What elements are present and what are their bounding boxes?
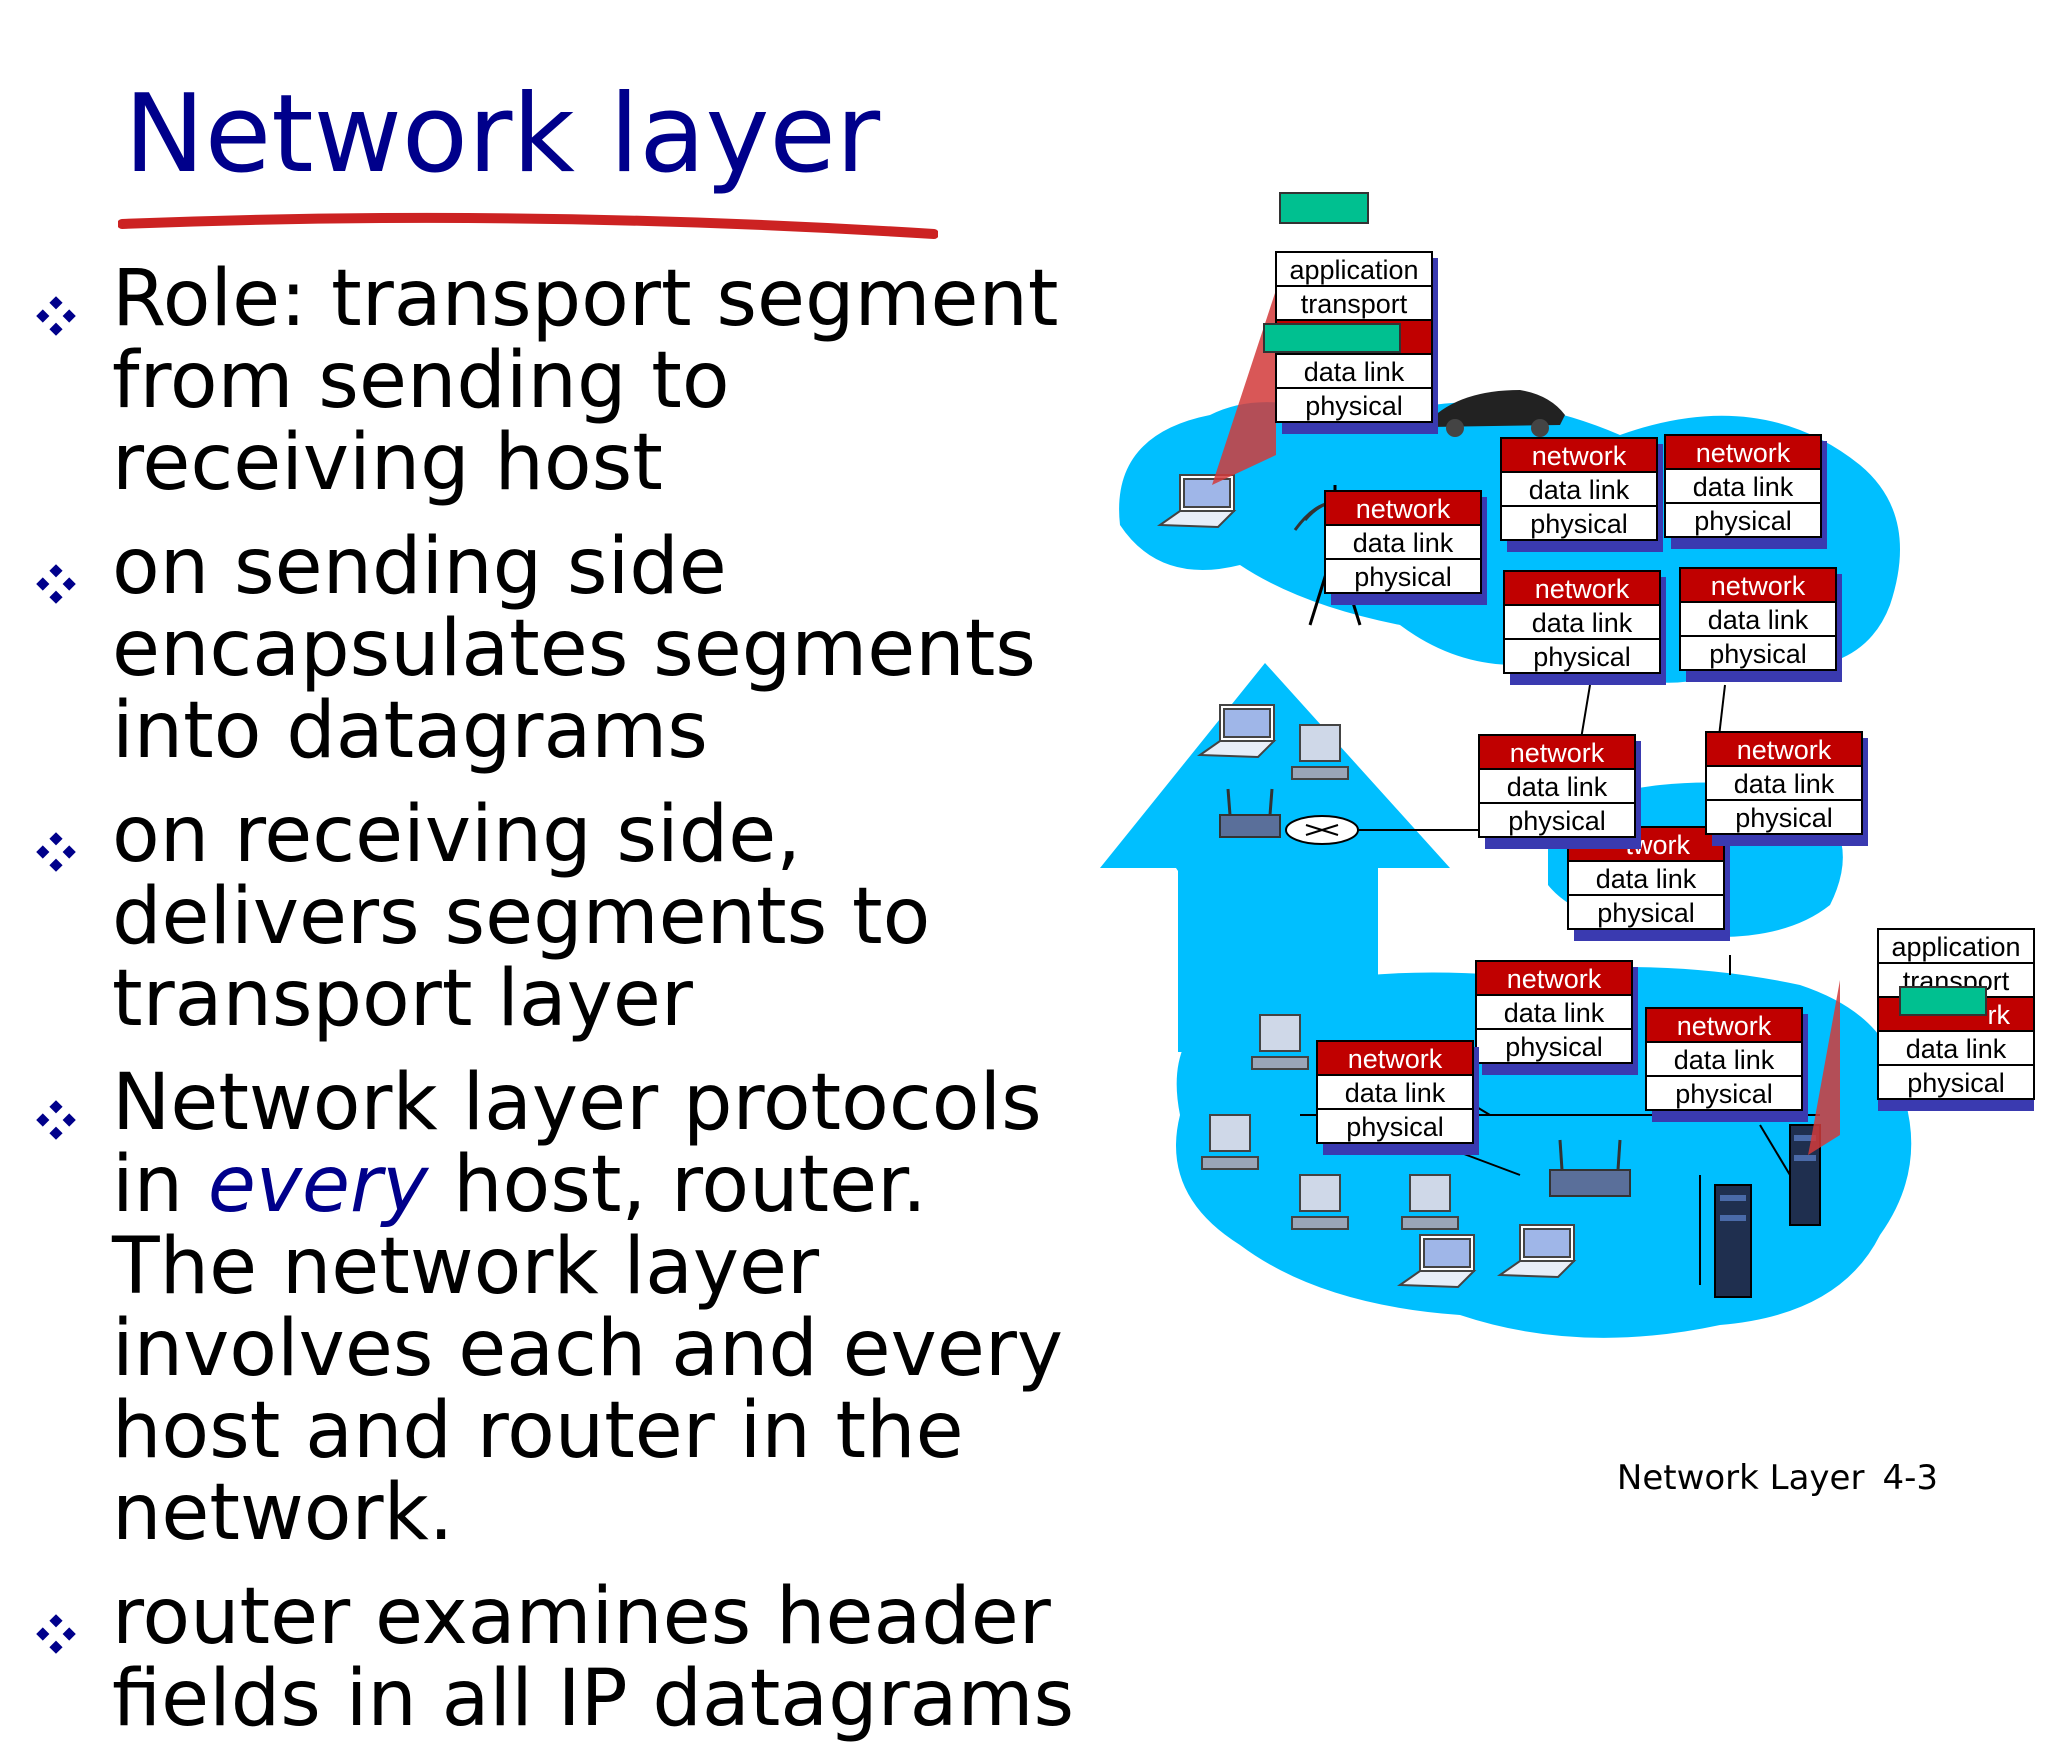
svg-text:network: network: [1711, 571, 1806, 601]
svg-text:physical: physical: [1735, 803, 1833, 833]
svg-text:physical: physical: [1508, 806, 1606, 836]
router-stack: network data link physical: [1503, 570, 1666, 685]
svg-text:network: network: [1677, 1011, 1772, 1041]
svg-text:network: network: [1510, 738, 1605, 768]
svg-text:physical: physical: [1346, 1112, 1444, 1142]
diamond-bullet-icon: [36, 296, 76, 336]
diamond-bullet-icon: [36, 1614, 76, 1654]
network-diagram: application transport data link physical…: [1100, 192, 2035, 1338]
svg-text:application: application: [1891, 932, 2020, 962]
slide-footer: Network Layer 4-3: [1599, 1458, 1938, 1498]
svg-text:network: network: [1696, 438, 1791, 468]
svg-text:data link: data link: [1504, 998, 1605, 1028]
svg-text:data link: data link: [1353, 528, 1454, 558]
svg-text:data link: data link: [1674, 1045, 1775, 1075]
laptop-icon: [1496, 1224, 1577, 1279]
page-number: 4-3: [1882, 1458, 1938, 1498]
svg-text:network: network: [1507, 964, 1602, 994]
svg-text:physical: physical: [1305, 391, 1403, 421]
receiving-host-stack: application transport rk data link physi…: [1877, 928, 2035, 1111]
desktop-icon: [1401, 1174, 1459, 1230]
sending-callout: [1212, 290, 1276, 485]
router-stack: network data link physical: [1645, 1007, 1808, 1122]
svg-text:physical: physical: [1907, 1068, 2005, 1098]
laptop-icon: [1156, 474, 1237, 529]
bullet-item: on sending side encapsulates segments in…: [30, 526, 1090, 772]
svg-text:data link: data link: [1345, 1078, 1446, 1108]
bullet-list: Role: transport segment from sending to …: [30, 258, 1090, 1762]
router-stack-partial: twork data link physical: [1567, 826, 1730, 941]
home-network-house: [1100, 663, 1450, 875]
bullet-item: Role: transport segment from sending to …: [30, 258, 1090, 504]
svg-text:data link: data link: [1734, 769, 1835, 799]
svg-text:physical: physical: [1354, 562, 1452, 592]
bullet-emphasis: every: [207, 1140, 429, 1230]
bullet-text: on sending side encapsulates segments in…: [112, 522, 1036, 776]
desktop-icon: [1291, 724, 1349, 780]
slide-title: Network layer: [124, 72, 881, 197]
svg-text:data link: data link: [1708, 605, 1809, 635]
svg-text:network: network: [1532, 441, 1627, 471]
svg-text:physical: physical: [1694, 506, 1792, 536]
svg-text:physical: physical: [1530, 509, 1628, 539]
router-stack: network data link physical: [1324, 490, 1487, 605]
svg-text:rk: rk: [1988, 1000, 2011, 1030]
bullet-text: Role: transport segment from sending to …: [112, 254, 1059, 508]
router-stack: network data link physical: [1316, 1040, 1479, 1155]
diamond-bullet-icon: [36, 832, 76, 872]
svg-text:application: application: [1289, 255, 1418, 285]
svg-text:data link: data link: [1532, 608, 1633, 638]
desktop-icon: [1291, 1174, 1349, 1230]
bullet-text: on receiving side, delivers segments to …: [112, 790, 931, 1044]
title-underline: [118, 212, 938, 239]
svg-text:data link: data link: [1906, 1034, 2007, 1064]
svg-text:data link: data link: [1507, 772, 1608, 802]
svg-text:transport: transport: [1301, 289, 1408, 319]
router-stack: network data link physical: [1500, 437, 1663, 552]
receiving-callout: [1808, 980, 1840, 1155]
bullet-item: Network layer protocols in every host, r…: [30, 1062, 1090, 1554]
router-stack: network data link physical: [1478, 734, 1641, 849]
svg-text:data link: data link: [1596, 864, 1697, 894]
router-stack: network data link physical: [1705, 731, 1868, 846]
desktop-icon: [1251, 1014, 1309, 1070]
svg-text:network: network: [1535, 574, 1630, 604]
bullet-item: on receiving side, delivers segments to …: [30, 794, 1090, 1040]
laptop-icon: [1396, 1234, 1477, 1289]
segment-box: [1279, 192, 1369, 224]
router-stack: network data link physical: [1475, 960, 1638, 1075]
bullet-text: host, router. The network layer involves…: [112, 1140, 1064, 1558]
wireless-router-icon: [1219, 788, 1281, 838]
svg-text:network: network: [1737, 735, 1832, 765]
router-stack: network data link physical: [1664, 434, 1827, 549]
svg-text:data link: data link: [1304, 357, 1405, 387]
footer-label: Network Layer: [1616, 1458, 1865, 1498]
bullet-item: router examines header fields in all IP …: [30, 1576, 1090, 1740]
svg-text:physical: physical: [1675, 1079, 1773, 1109]
svg-text:network: network: [1356, 494, 1451, 524]
diamond-bullet-icon: [36, 1100, 76, 1140]
bullet-text: router examines header fields in all IP …: [112, 1572, 1075, 1744]
router-icon: [1285, 815, 1359, 845]
server-icon: [1714, 1184, 1752, 1298]
svg-text:physical: physical: [1533, 642, 1631, 672]
svg-text:data link: data link: [1529, 475, 1630, 505]
laptop-icon: [1196, 704, 1277, 759]
svg-text:physical: physical: [1505, 1032, 1603, 1062]
svg-text:physical: physical: [1709, 639, 1807, 669]
desktop-icon: [1201, 1114, 1259, 1170]
wireless-router-icon: [1549, 1139, 1631, 1197]
diamond-bullet-icon: [36, 564, 76, 604]
sending-host-stack: application transport data link physical: [1263, 251, 1438, 434]
car-icon: [1430, 390, 1565, 437]
svg-text:network: network: [1348, 1044, 1443, 1074]
router-stack: network data link physical: [1679, 567, 1842, 682]
svg-text:physical: physical: [1597, 898, 1695, 928]
svg-text:data link: data link: [1693, 472, 1794, 502]
bullet-text: Network layer protocols in: [112, 1058, 1042, 1230]
